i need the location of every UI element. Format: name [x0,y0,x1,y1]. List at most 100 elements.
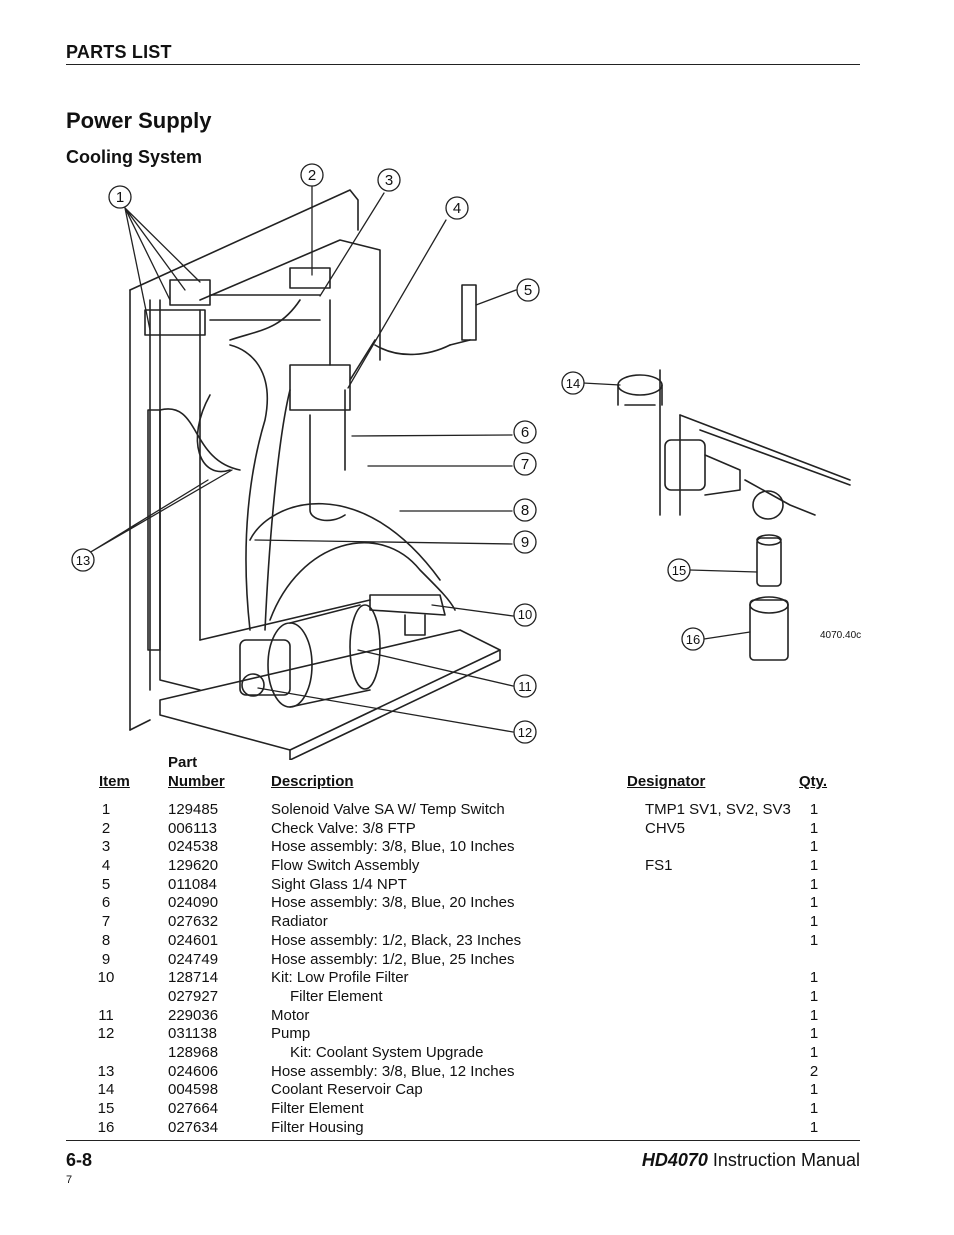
cell-description: Hose assembly: 3/8, Blue, 12 Inches [271,1062,515,1080]
cell-item: 10 [97,969,115,987]
cell-designator: CHV5 [645,819,686,837]
cell-item: 7 [101,913,111,931]
cell-qty: 1 [809,875,819,893]
cell-designator: FS1 [645,857,673,875]
table-row: 1 129485 Solenoid Valve SA W/ Temp Switch T… [0,801,954,820]
cell-item: 16 [97,1118,115,1136]
cell-description: Filter Housing [271,1118,364,1136]
cell-description: Check Valve: 3/8 FTP [271,819,416,837]
cell-qty: 1 [809,894,819,912]
cell-item: 12 [97,1025,115,1043]
cell-part: 024538 [168,838,219,856]
cell-part: 031138 [168,1025,217,1043]
header-rule [66,64,860,65]
section-header: PARTS LIST [66,42,172,62]
cell-description: Coolant Reservoir Cap [271,1081,423,1099]
cell-part: 024601 [168,931,219,949]
cell-qty: 2 [809,1062,819,1080]
cell-part: 027664 [168,1100,219,1117]
table-row: 14 004598 Coolant Reservoir Cap 1 [0,1081,954,1100]
footer-rule [66,1140,860,1141]
cell-description: Hose assembly: 1/2, Black, 23 Inches [271,931,522,949]
header-part-number: Number [168,773,225,790]
page-subtitle: Cooling System [66,147,203,167]
cell-item: 2 [101,819,111,837]
cell-part: 027632 [168,913,219,931]
cell-item: 6 [101,894,111,912]
cell-description: Pump [271,1025,311,1043]
table-row: 12 031138 Pump 1 [0,1025,954,1044]
cell-description: Hose assembly: 1/2, Blue, 25 Inches [271,950,515,968]
header-item: Item [99,773,130,790]
cell-item: 9 [101,950,111,968]
cell-qty: 1 [809,857,819,875]
cell-description: Sight Glass 1/4 NPT [271,875,407,893]
cell-item: 4 [101,857,111,875]
cell-qty: 1 [809,1006,819,1024]
cell-description: Hose assembly: 3/8, Blue, 10 Inches [271,838,515,856]
model-name: HD4070 [641,1150,708,1170]
table-row: 4 129620 Flow Switch Assembly FS1 1 [0,857,954,876]
cell-description: Filter Element [290,987,383,1005]
cell-part: 024090 [168,894,219,912]
cell-qty: 1 [809,1025,819,1043]
header-designator: Designator [627,773,706,790]
cell-part: 006113 [168,819,217,837]
footnote-number: 7 [66,1174,73,1186]
table-body: 1 129485 Solenoid Valve SA W/ Temp Switch T… [0,801,954,1137]
cell-part: 024606 [168,1062,219,1080]
cell-qty: 1 [809,969,819,987]
cell-description: Flow Switch Assembly [271,857,420,875]
header-description: Description [271,773,354,790]
manual-label: Instruction Manual [712,1150,860,1170]
page-number: 6-8 [66,1150,93,1170]
cell-qty: 1 [809,838,819,856]
cell-part: 024749 [168,950,219,968]
cell-part: 027634 [168,1118,219,1136]
table-row: 3 024538 Hose assembly: 3/8, Blue, 10 Inch… [0,838,954,857]
cell-part: 128714 [168,969,219,987]
manual-title: HD4070 Instruction Manual [642,1150,860,1171]
header-part-top: Part [168,754,198,771]
cell-qty: 1 [809,1100,819,1117]
table-row: 2 006113 Check Valve: 3/8 FTP CHV5 1 [0,820,954,839]
cell-item: 14 [97,1081,115,1099]
cell-part: 128968 [168,1043,219,1061]
cell-qty: 1 [809,1118,819,1136]
cell-item: 1 [101,801,111,818]
cell-designator: TMP1 SV1, SV2, SV3 [645,801,791,818]
cell-part: 229036 [168,1006,219,1024]
table-row: 7 027632 Radiator 1 [0,913,954,932]
cell-part: 011084 [168,875,217,893]
table-row: 16 027634 Filter Housing 1 [0,1119,954,1138]
cell-description: Solenoid Valve SA W/ Temp Switch [271,801,505,818]
cell-item: 3 [101,838,111,856]
cooling-system-diagram [71,163,851,760]
cell-part: 004598 [168,1081,219,1099]
cell-qty: 1 [809,1081,819,1099]
table-row: 027927 Filter Element 1 [0,988,954,1007]
table-row: 6 024090 Hose assembly: 3/8, Blue, 20 Inch… [0,894,954,913]
cell-qty: 1 [809,987,819,1005]
cell-part: 129485 [168,801,219,818]
table-row: 9 024749 Hose assembly: 1/2, Blue, 25 Inch… [0,951,954,970]
cell-part: 129620 [168,857,219,875]
cell-qty: 1 [809,931,819,949]
page-title: Power Supply [66,108,212,133]
cell-description: Filter Element [271,1100,364,1117]
table-row: 8 024601 Hose assembly: 1/2, Black, 23 Inc… [0,932,954,951]
cell-part: 027927 [168,987,219,1005]
cell-description: Radiator [271,913,328,931]
header-qty: Qty. [799,773,828,790]
cell-item: 8 [101,931,111,949]
cell-qty: 1 [809,913,819,931]
cell-qty: 1 [809,801,819,818]
cell-qty: 1 [809,819,819,837]
cell-item: 15 [97,1100,115,1117]
cell-description: Hose assembly: 3/8, Blue, 20 Inches [271,894,515,912]
cell-item: 11 [98,1006,114,1024]
